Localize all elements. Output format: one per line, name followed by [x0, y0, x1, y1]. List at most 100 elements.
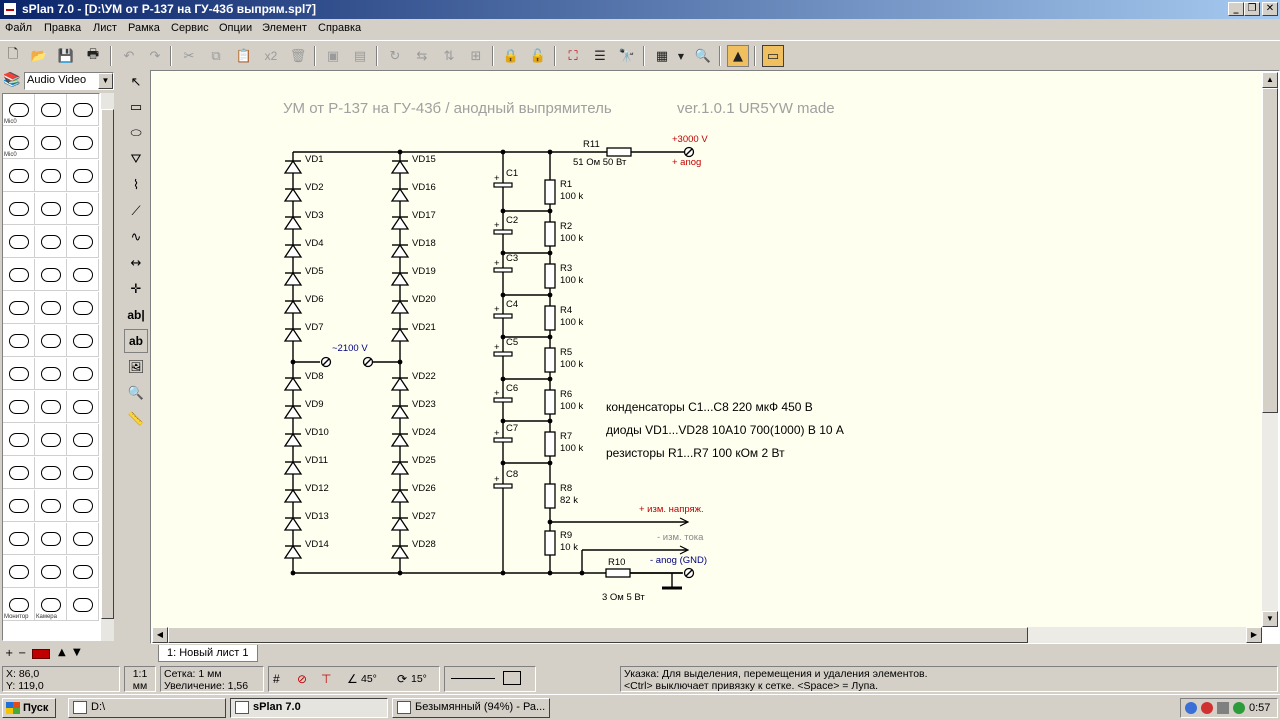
chevron-down-icon[interactable]: ▼ [98, 73, 113, 89]
grid-dropdown-icon[interactable]: ▼ [677, 51, 685, 61]
rotate-icon[interactable]: ↻ [389, 48, 401, 64]
drawing-sheet[interactable]: УМ от Р-137 на ГУ-43б / анодный выпрямит… [152, 72, 1262, 627]
library-item[interactable] [35, 226, 67, 258]
library-item[interactable]: Камера [35, 589, 67, 621]
menu-edit[interactable]: Правка [44, 22, 82, 34]
tab-sheet-1[interactable]: 1: Новый лист 1 [158, 645, 258, 662]
frame-icon[interactable]: ▭ [762, 45, 784, 67]
pin-icon[interactable]: ⊤ [321, 672, 332, 686]
grid-icon[interactable]: ▦ [655, 48, 669, 64]
antivirus-icon[interactable] [1201, 702, 1213, 714]
library-item[interactable] [67, 358, 99, 390]
image-icon[interactable]: ▲ [727, 45, 749, 67]
task-explorer[interactable]: D:\ [68, 698, 226, 718]
library-item[interactable] [35, 490, 67, 522]
library-item[interactable] [67, 523, 99, 555]
library-scrollbar[interactable] [100, 93, 114, 641]
paste-icon[interactable]: 📋 [235, 48, 253, 64]
cut-icon[interactable]: ✂ [183, 48, 195, 64]
library-item[interactable] [35, 556, 67, 588]
junction-icon[interactable]: ✛ [130, 281, 142, 297]
library-item[interactable] [67, 325, 99, 357]
library-item[interactable] [67, 490, 99, 522]
menu-service[interactable]: Сервис [171, 22, 209, 34]
open-icon[interactable]: 📂 [30, 48, 48, 64]
library-item[interactable] [67, 424, 99, 456]
library-edit-icon[interactable] [32, 649, 50, 659]
library-select[interactable]: Audio Video ▼ [24, 72, 114, 90]
library-item[interactable] [3, 325, 35, 357]
library-item[interactable] [67, 193, 99, 225]
library-item[interactable]: Mic0 [3, 127, 35, 159]
library-item[interactable] [67, 457, 99, 489]
library-item[interactable] [67, 94, 99, 126]
update-icon[interactable] [1233, 702, 1245, 714]
library-item[interactable] [3, 523, 35, 555]
library-item[interactable] [3, 292, 35, 324]
menu-frame[interactable]: Рамка [128, 22, 160, 34]
remove-icon[interactable]: − [18, 648, 27, 659]
duplicate-icon[interactable]: x2 [264, 49, 278, 63]
netlist-icon[interactable]: ⛶ [568, 48, 578, 64]
restore-button[interactable]: ❐ [1244, 2, 1260, 16]
library-item[interactable] [3, 358, 35, 390]
vertical-scroll-thumb[interactable] [1262, 88, 1278, 413]
library-item[interactable] [67, 391, 99, 423]
menu-element[interactable]: Элемент [262, 22, 307, 34]
library-item[interactable] [67, 226, 99, 258]
menu-help[interactable]: Справка [318, 22, 362, 34]
line-icon[interactable]: ⟋ [131, 203, 141, 219]
minimize-button[interactable]: _ [1228, 2, 1244, 16]
library-item[interactable]: Монитор [3, 589, 35, 621]
textbox-tool-icon[interactable]: ab [124, 329, 148, 353]
library-item[interactable] [3, 457, 35, 489]
library-item[interactable] [67, 556, 99, 588]
library-item[interactable] [3, 160, 35, 192]
library-item[interactable]: Mic0 [3, 94, 35, 126]
library-item[interactable] [67, 160, 99, 192]
scale-pane[interactable]: 1:1 мм [124, 666, 156, 692]
search-icon[interactable]: 🔭 [618, 48, 636, 64]
redo-icon[interactable]: ↷ [149, 48, 161, 64]
group-icon[interactable]: ▣ [326, 48, 340, 64]
scroll-up-icon[interactable]: ▲ [1262, 72, 1278, 88]
ungroup-icon[interactable]: ▤ [353, 48, 367, 64]
print-icon[interactable]: 🖶 [86, 47, 100, 62]
dimension-icon[interactable]: ↔ [130, 255, 142, 271]
magnet-icon[interactable]: ⊘ [297, 672, 308, 686]
library-item[interactable] [35, 391, 67, 423]
lock-icon[interactable]: 🔒 [502, 48, 520, 64]
library-item[interactable] [3, 424, 35, 456]
library-item[interactable] [35, 457, 67, 489]
curve-icon[interactable]: ∿ [130, 229, 142, 245]
mirror-h-icon[interactable]: ⇆ [416, 48, 428, 64]
scroll-left-icon[interactable]: ◀ [152, 627, 168, 643]
horizontal-scroll-thumb[interactable] [168, 627, 1028, 643]
text-tool-icon[interactable]: ab| [127, 308, 145, 322]
rotate-step-icon[interactable]: ⟳ [397, 672, 408, 686]
unlock-icon[interactable]: 🔓 [529, 48, 547, 64]
network-icon[interactable] [1185, 702, 1197, 714]
task-paint[interactable]: Безымянный (94%) - Ра... [392, 698, 550, 718]
library-item[interactable] [35, 292, 67, 324]
zoom-icon[interactable]: 🔍 [694, 48, 712, 64]
library-item[interactable] [67, 292, 99, 324]
library-item[interactable] [35, 358, 67, 390]
task-splan[interactable]: sPlan 7.0 [230, 698, 388, 718]
start-button[interactable]: Пуск [2, 698, 56, 718]
menu-options[interactable]: Опции [219, 22, 253, 34]
align-icon[interactable]: ⊞ [470, 48, 482, 64]
ellipse-icon[interactable]: ⬭ [130, 125, 142, 141]
insert-image-icon[interactable]: 🖼 [127, 359, 145, 375]
menu-sheet[interactable]: Лист [93, 22, 117, 34]
volume-icon[interactable] [1217, 702, 1229, 714]
bezier-icon[interactable]: ⌇ [132, 177, 140, 193]
library-item[interactable] [35, 94, 67, 126]
scroll-right-icon[interactable]: ▶ [1246, 627, 1262, 643]
line-style-pane[interactable] [444, 666, 536, 692]
grid-snap-icon[interactable]: # [273, 672, 280, 686]
move-up-icon[interactable]: ▲ [58, 647, 66, 658]
library-item[interactable] [35, 325, 67, 357]
library-item[interactable] [3, 226, 35, 258]
library-item[interactable] [3, 556, 35, 588]
